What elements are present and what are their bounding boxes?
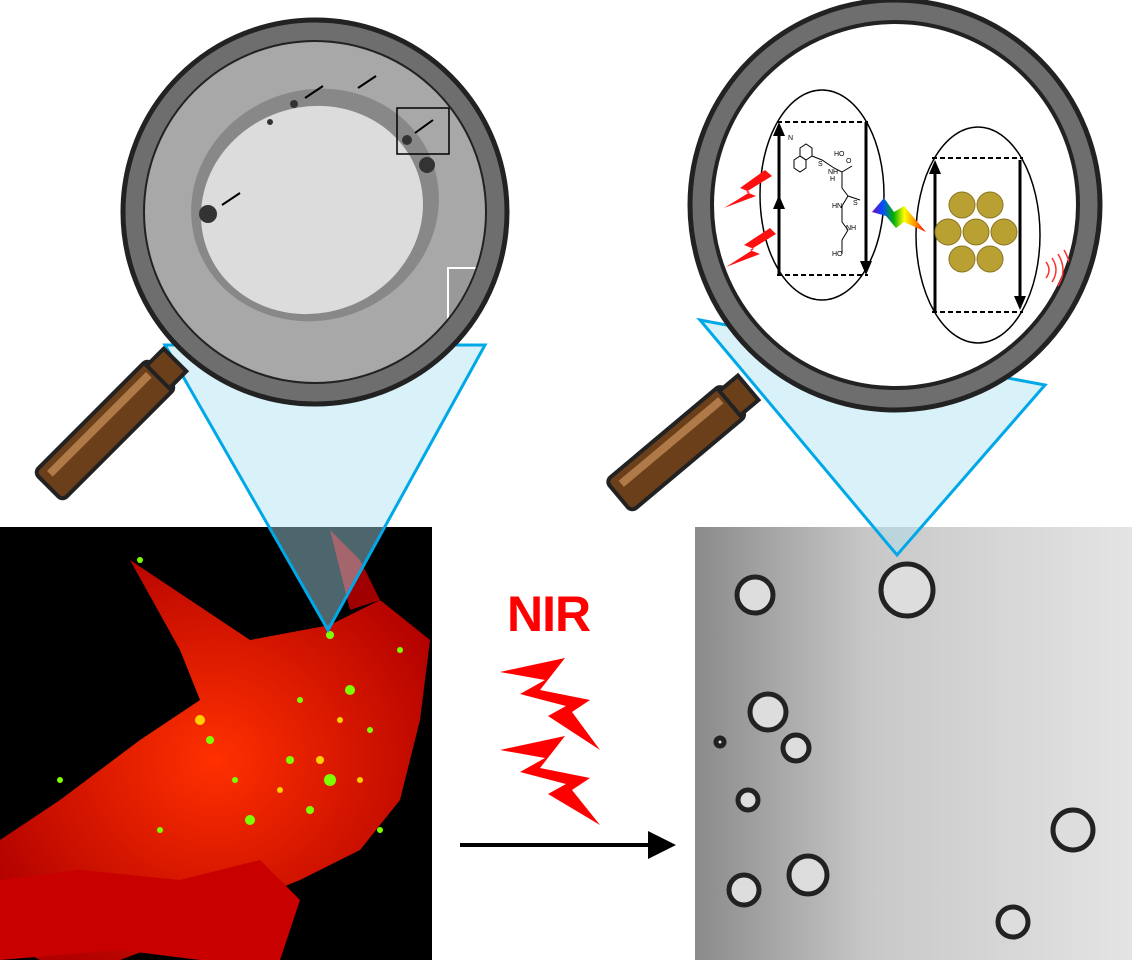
lightning-icon [500,736,600,825]
molecule-label: O [846,158,852,165]
molecule-label: H [830,176,835,183]
nir-label: NIR [507,586,591,642]
molecule-label: HO [834,151,845,158]
molecule-label: HN [832,203,842,210]
lightning-icon [724,170,772,208]
brightfield-micrograph [695,527,1132,960]
magnifier-icon: N S O HO NH H S HN NH HO [606,0,1103,512]
lightning-icon [726,228,776,267]
molecule-label: NH [846,225,856,232]
lightning-icon [500,658,600,750]
molecule-label: S [853,200,858,207]
magnifier-icon [34,17,510,501]
molecule-label: HO [832,251,843,258]
molecule-label: NH [828,169,838,176]
fluorescence-micrograph [0,527,432,960]
gold-nanoparticle-cluster [934,191,1018,273]
tem-micrograph [145,42,485,382]
molecule-label: N [788,135,793,142]
rainbow-lightning-icon [872,198,926,232]
arrow-right-icon [460,831,676,859]
mechanism-schematic: N S O HO NH H S HN NH HO [724,89,1071,344]
molecule-label: S [818,161,823,168]
